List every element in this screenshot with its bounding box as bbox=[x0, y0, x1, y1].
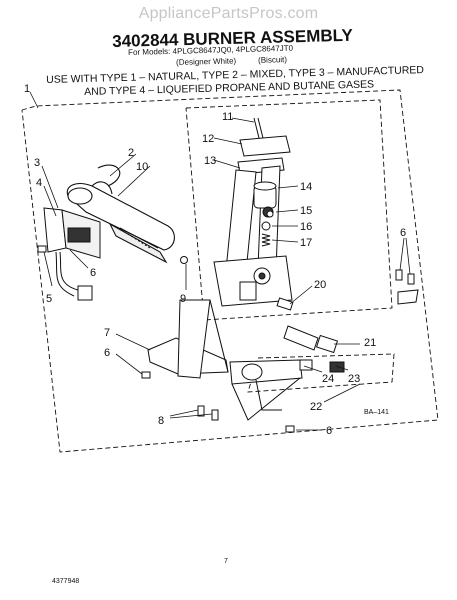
document-number: 4377948 bbox=[52, 578, 80, 585]
callout-3: 3 bbox=[34, 157, 40, 169]
callout-4: 4 bbox=[36, 177, 42, 189]
callout-17: 17 bbox=[300, 237, 312, 249]
callout-13: 13 bbox=[204, 155, 216, 167]
callout-20: 20 bbox=[314, 279, 326, 291]
callout-6-middle: 6 bbox=[104, 347, 110, 359]
callout-8: 8 bbox=[158, 415, 164, 427]
mounting-bracket bbox=[147, 299, 229, 379]
callout-22: 22 bbox=[310, 401, 322, 413]
callout-14: 14 bbox=[300, 181, 312, 193]
callout-23: 23 bbox=[348, 373, 360, 385]
callout-labels: 1 2 10 3 4 5 6 11 12 13 14 15 16 17 9 20… bbox=[24, 83, 406, 437]
gas-valve-column bbox=[213, 117, 293, 307]
callout-6-right: 6 bbox=[400, 227, 406, 239]
assembly-outline bbox=[21, 89, 439, 453]
callout-7: 7 bbox=[104, 327, 110, 339]
callout-16: 16 bbox=[300, 221, 312, 233]
callout-6-bottom: 6 bbox=[326, 425, 332, 437]
callout-1: 1 bbox=[24, 83, 30, 95]
fasteners bbox=[37, 210, 419, 433]
callout-6-left: 6 bbox=[90, 267, 96, 279]
valve-group-outline bbox=[185, 99, 393, 321]
callout-10: 10 bbox=[136, 161, 148, 173]
callout-24: 24 bbox=[322, 373, 334, 385]
page-number: 7 bbox=[224, 558, 228, 565]
callout-2: 2 bbox=[128, 147, 134, 159]
callout-5: 5 bbox=[46, 293, 52, 305]
callout-11: 11 bbox=[222, 111, 233, 123]
callout-21: 21 bbox=[364, 337, 376, 349]
ignitor-assembly bbox=[43, 207, 101, 301]
gas-supply-tube bbox=[276, 297, 339, 354]
manifold-bracket bbox=[229, 359, 345, 421]
burner-tube bbox=[66, 164, 175, 264]
leader-lines bbox=[29, 91, 411, 431]
callout-9: 9 bbox=[180, 293, 186, 305]
callout-12: 12 bbox=[202, 133, 214, 145]
callout-15: 15 bbox=[300, 205, 312, 217]
watermark: AppliancePartsPros.com bbox=[138, 5, 319, 22]
figure-code: BA–141 bbox=[364, 409, 389, 416]
